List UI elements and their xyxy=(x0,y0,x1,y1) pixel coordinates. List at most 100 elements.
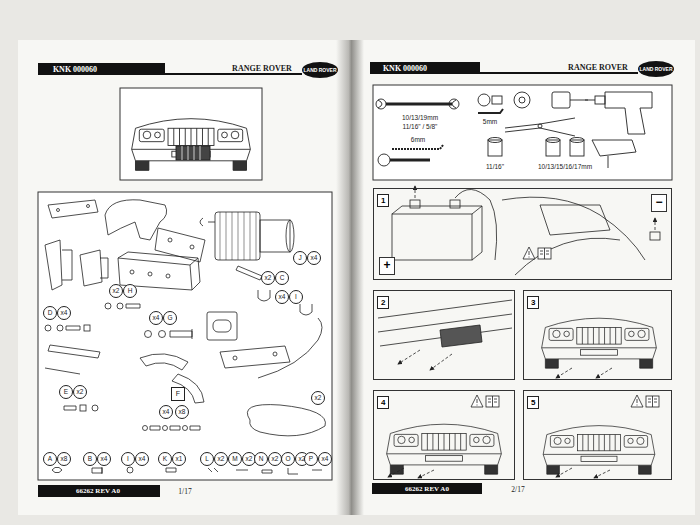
parts-exploded-view xyxy=(92,405,98,411)
parts-exploded-view xyxy=(126,304,140,308)
tool-set xyxy=(376,99,386,109)
callout-letter: x8 xyxy=(175,405,189,419)
document-number: 66262 REV A0 xyxy=(405,485,449,493)
terminal-box: − xyxy=(651,194,667,212)
step-1-illustration xyxy=(392,186,660,275)
parts-exploded-view xyxy=(57,325,63,331)
step-number: 3 xyxy=(527,296,539,309)
parts-exploded-view xyxy=(140,354,188,370)
footer-bar xyxy=(38,485,160,497)
callout-letter: O xyxy=(281,452,295,466)
callout-letter: x4 xyxy=(57,306,71,320)
figure-frame xyxy=(38,192,332,480)
tool-set xyxy=(449,99,459,109)
step-number: 2 xyxy=(377,296,389,309)
parts-exploded-view xyxy=(87,205,90,208)
tool-set xyxy=(376,92,652,168)
parts-exploded-view xyxy=(145,331,152,338)
vehicle-with-winch xyxy=(132,119,251,171)
parts-exploded-view xyxy=(233,356,237,360)
callout-letter: x4 xyxy=(318,452,332,466)
tool-size: 5mm xyxy=(482,118,498,125)
parts-exploded-view xyxy=(258,318,322,378)
tool-size: 10/13/19mm xyxy=(401,114,439,121)
callout-letter: x2 xyxy=(109,284,123,298)
figure-frame xyxy=(373,85,672,180)
step-3-illustration xyxy=(542,318,657,378)
callout-letter: x2 xyxy=(214,452,228,466)
step-1-illustration xyxy=(392,214,472,260)
footer-bar xyxy=(372,483,482,494)
parts-exploded-view xyxy=(215,212,260,260)
step-2-illustration xyxy=(378,300,512,346)
tool-set xyxy=(585,100,595,101)
step-1-illustration xyxy=(650,232,660,240)
parts-exploded-view xyxy=(258,290,270,301)
parts-exploded-view xyxy=(163,426,168,431)
step-1-illustration xyxy=(450,200,460,208)
callout-letter: P xyxy=(304,452,318,466)
terminal-box: + xyxy=(379,257,395,275)
callout-letter: x4 xyxy=(159,405,173,419)
tool-set xyxy=(492,96,502,104)
parts-exploded-view xyxy=(170,329,192,339)
callout-letter: x2 xyxy=(311,391,325,405)
step-5-illustration xyxy=(543,426,655,475)
callout-letter: K xyxy=(158,452,172,466)
header-bar xyxy=(38,61,674,78)
callout-letter: C xyxy=(275,271,289,285)
header-code: KNK 000060 xyxy=(53,65,97,74)
step-3-illustration xyxy=(556,368,572,378)
callout-letter: x4 xyxy=(149,311,163,325)
polarity-sign: + xyxy=(380,258,394,272)
tool-set xyxy=(505,118,575,136)
tool-size: 6mm xyxy=(410,136,426,143)
header-bar xyxy=(638,61,674,77)
step-panel: 1+− xyxy=(373,188,672,280)
tool-set xyxy=(552,92,570,108)
parts-exploded-view xyxy=(148,272,152,276)
parts-exploded-view xyxy=(213,320,231,332)
callout-letter: M xyxy=(228,452,242,466)
parts-exploded-view xyxy=(159,331,166,338)
tool-set xyxy=(478,109,503,113)
header-bar xyxy=(38,63,165,75)
callout-letter: x1 xyxy=(172,452,186,466)
page-fold xyxy=(336,40,364,515)
callout-letter: J xyxy=(293,251,307,265)
tool-size: 11/16" / 5/8" xyxy=(402,123,439,130)
step-4-illustration xyxy=(388,468,404,477)
tool-size: 11/16" xyxy=(485,163,505,170)
vehicle-with-winch xyxy=(182,146,200,160)
parts-exploded-view xyxy=(168,238,172,242)
tool-set xyxy=(478,94,490,106)
right-page xyxy=(352,40,695,515)
callout-letter: I xyxy=(121,452,135,466)
vehicle-name: RANGE ROVER xyxy=(230,64,294,73)
page-number: 2/17 xyxy=(511,485,524,494)
step-number: 5 xyxy=(527,396,539,409)
tool-set xyxy=(595,96,605,104)
callout-letter: H xyxy=(123,284,137,298)
callout-letter: I xyxy=(289,290,303,304)
callout-letter: x4 xyxy=(307,251,321,265)
footer-bar xyxy=(38,483,482,497)
parts-exploded-view xyxy=(220,346,290,368)
parts-exploded-view xyxy=(66,326,80,330)
parts-exploded-view xyxy=(143,426,148,431)
step-2-illustration xyxy=(378,300,512,370)
parts-exploded-view xyxy=(247,405,325,436)
parts-exploded-view xyxy=(155,228,205,262)
step-1-illustration xyxy=(410,200,420,208)
tool-set xyxy=(390,159,430,162)
tool-set xyxy=(519,97,525,103)
step-3-illustration xyxy=(596,368,612,378)
parts-exploded-view xyxy=(105,303,111,309)
step-1-illustration xyxy=(523,247,551,259)
step-5-illustration xyxy=(594,470,610,478)
step-1-illustration xyxy=(540,205,610,235)
step-2-illustration xyxy=(398,350,420,364)
parts-exploded-view xyxy=(45,240,72,290)
tool-set xyxy=(592,140,636,168)
step-4-illustration xyxy=(471,395,499,407)
